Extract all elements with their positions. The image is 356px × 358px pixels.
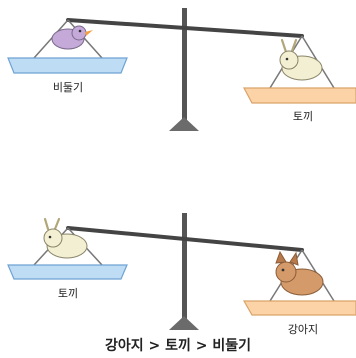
bottom-scale-beam (66, 226, 304, 252)
bottom-right-pan (242, 300, 356, 316)
top-right-label: 토끼 (292, 110, 314, 123)
rabbit-icon (279, 38, 323, 81)
bottom-scale-post (182, 213, 187, 328)
rabbit-icon (43, 217, 88, 259)
bottom-left-pan (7, 264, 128, 280)
dog-icon (275, 250, 324, 296)
pigeon-icon (51, 25, 93, 50)
top-left-pan (7, 57, 128, 74)
top-left-label: 비둘기 (52, 81, 84, 94)
top-scale-post (182, 8, 187, 130)
top-scale-base (169, 117, 199, 131)
top-right-pan (243, 87, 356, 104)
bottom-right-label: 강아지 (287, 323, 319, 336)
top-balance-scale (7, 8, 356, 131)
result-inequality: 강아지 > 토끼 > 비둘기 (105, 338, 251, 354)
bottom-balance-scale (7, 213, 356, 330)
bottom-left-label: 토끼 (57, 287, 79, 300)
top-scale-beam (66, 18, 304, 38)
bottom-scale-base (169, 316, 199, 330)
